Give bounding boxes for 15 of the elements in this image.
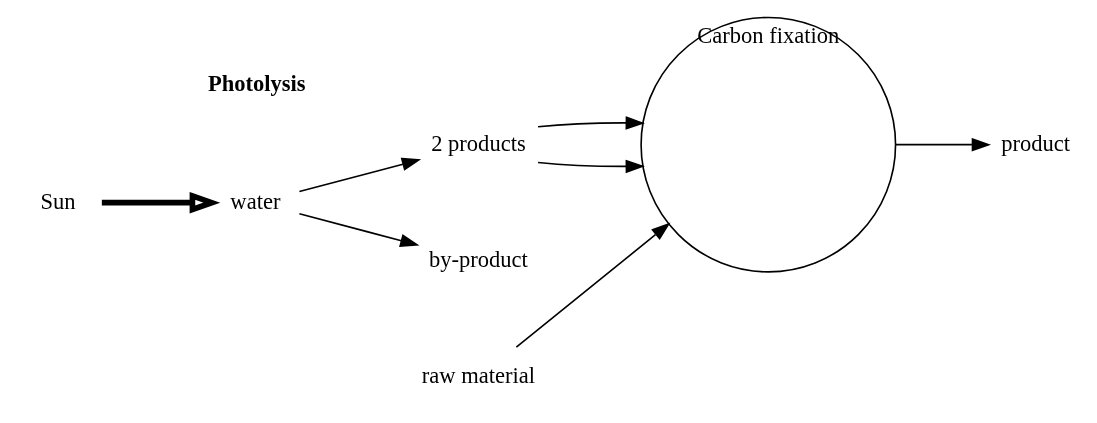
node-circle: Carbon fixation bbox=[640, 16, 897, 273]
arrow bbox=[515, 222, 671, 348]
node-text: Sun bbox=[40, 188, 76, 214]
arrow bbox=[298, 213, 420, 248]
node-text: raw material bbox=[421, 362, 536, 388]
arrow bbox=[101, 191, 221, 214]
node-text: by-product bbox=[429, 246, 528, 272]
node-text: water bbox=[230, 188, 281, 214]
node-text: 2 products bbox=[431, 130, 526, 156]
arrow bbox=[537, 116, 645, 130]
node-text: product bbox=[1001, 130, 1071, 156]
arrow bbox=[298, 157, 422, 193]
arrow bbox=[537, 159, 645, 174]
label: Photolysis bbox=[207, 71, 306, 97]
arrow bbox=[895, 137, 992, 152]
